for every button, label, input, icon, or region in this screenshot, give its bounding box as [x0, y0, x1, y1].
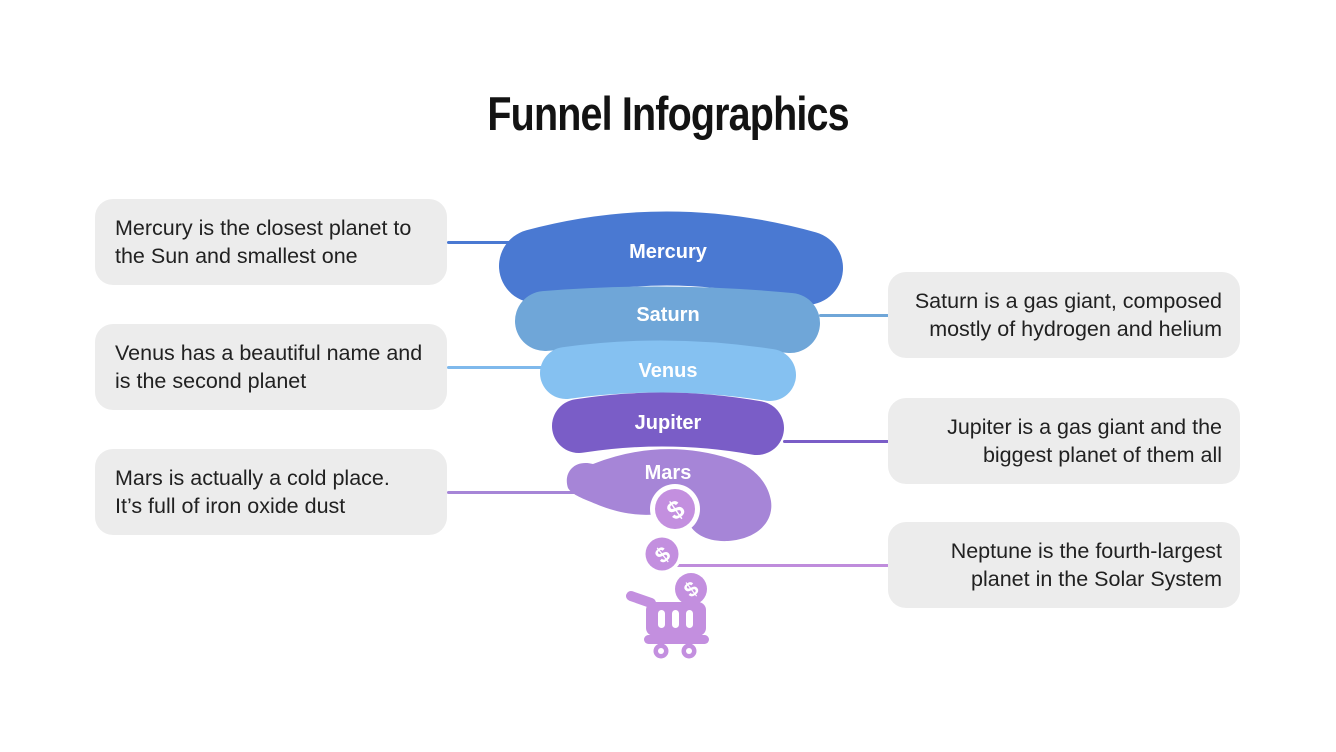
page-title-text: Funnel Infographics: [487, 87, 849, 140]
funnel-layer-venus: [540, 340, 796, 401]
dollar-coin-icon-1: $: [650, 484, 700, 534]
funnel-layer-saturn: [515, 286, 820, 353]
callout-text-venus: Venus has a beautiful name and is the se…: [115, 341, 423, 393]
callout-box-mercury: Mercury is the closest planet to the Sun…: [95, 199, 447, 285]
funnel-label-jupiter: Jupiter: [634, 412, 702, 434]
callout-text-mars: Mars is actually a cold place. It’s full…: [115, 466, 390, 518]
funnel-label-saturn: Saturn: [636, 304, 700, 326]
connector-line-mercury: [447, 241, 522, 244]
funnel-label-venus: Venus: [638, 360, 698, 382]
shopping-cart-icon: [626, 591, 709, 659]
funnel-layer-jupiter: [552, 392, 784, 455]
connector-line-saturn: [819, 314, 889, 317]
connector-line-venus: [447, 366, 550, 369]
dollar-coin-icon-2: $: [642, 534, 682, 574]
funnel-label-mercury: Mercury: [629, 241, 707, 263]
callout-box-mars: Mars is actually a cold place. It’s full…: [95, 449, 447, 535]
connector-line-jupiter: [783, 440, 889, 443]
dollar-coin-icon-3: $: [675, 573, 707, 605]
callout-text-saturn: Saturn is a gas giant, composed mostly o…: [914, 289, 1222, 341]
funnel-label-mars: Mars: [644, 462, 692, 484]
page-title: Funnel Infographics: [0, 88, 1336, 140]
cart-handle: [626, 591, 656, 608]
callout-box-venus: Venus has a beautiful name and is the se…: [95, 324, 447, 410]
callout-text-neptune: Neptune is the fourth-largest planet in …: [950, 539, 1222, 591]
callout-box-neptune: Neptune is the fourth-largest planet in …: [888, 522, 1240, 608]
connector-line-mars: [447, 491, 577, 494]
funnel-layer-mercury: [499, 211, 843, 305]
callout-text-mercury: Mercury is the closest planet to the Sun…: [115, 216, 412, 268]
callout-box-jupiter: Jupiter is a gas giant and the biggest p…: [888, 398, 1240, 484]
connector-line-neptune: [670, 564, 889, 567]
callout-box-saturn: Saturn is a gas giant, composed mostly o…: [888, 272, 1240, 358]
callout-text-jupiter: Jupiter is a gas giant and the biggest p…: [947, 415, 1222, 467]
